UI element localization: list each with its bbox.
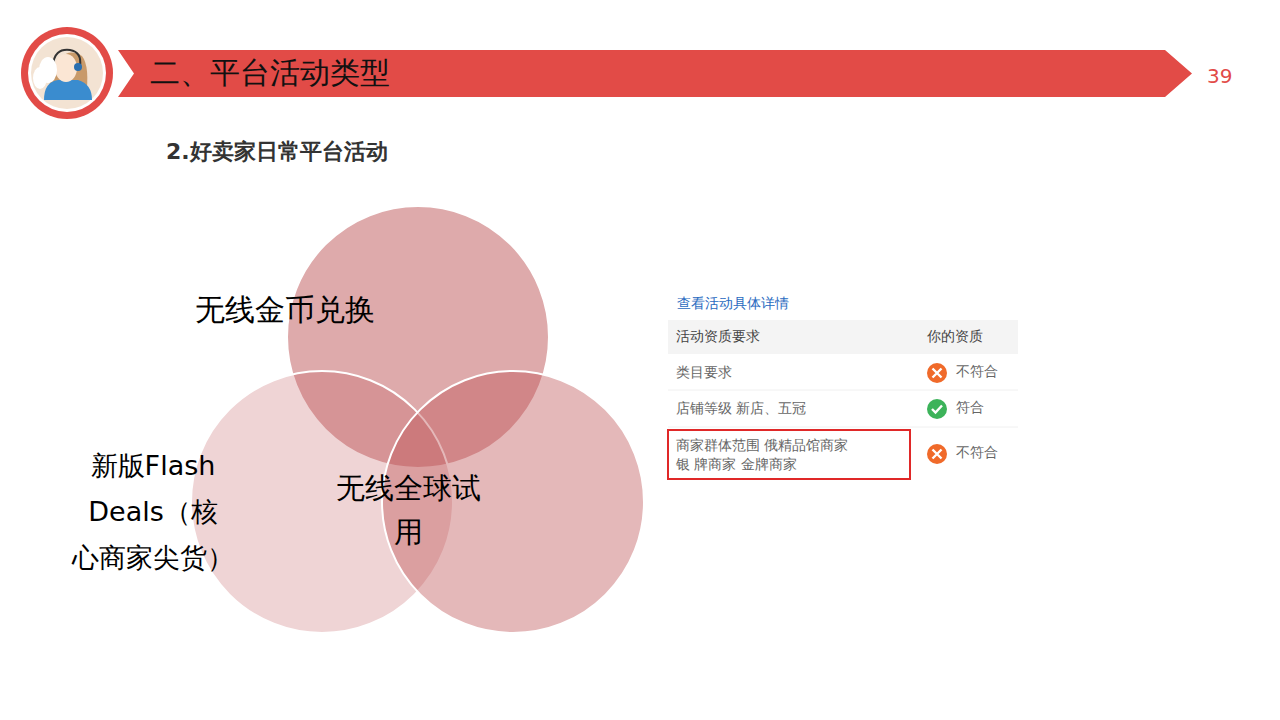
node-label: 无线全球试 用 (329, 466, 487, 554)
node-label: 无线金币兑换 (185, 290, 385, 330)
title-bar (118, 50, 1192, 97)
logo-ground (31, 37, 103, 109)
logo-ring (21, 27, 113, 119)
table-header: 活动资质要求 (676, 328, 760, 346)
logo-figure (33, 67, 47, 89)
table-link: 查看活动具体详情 (677, 295, 789, 313)
node-label: 新版Flash Deals（核 心商家尖货） (68, 443, 238, 581)
table-rule (668, 427, 1018, 428)
logo-body (44, 80, 92, 100)
section-heading: 2.好卖家日常平台活动 (166, 137, 388, 167)
logo-earpiece (74, 63, 82, 71)
pass-icon (927, 399, 947, 419)
slide-title: 二、平台活动类型 (150, 53, 390, 94)
table-cell: 商家群体范围 俄精品馆商家 银 牌商家 金牌商家 (676, 436, 862, 474)
table-cell: 不符合 (956, 444, 998, 462)
table-cell: 不符合 (956, 363, 998, 381)
table-cell: 符合 (956, 399, 984, 417)
venn-circle: 无线全球试 用 (380, 369, 646, 635)
fail-icon (927, 444, 947, 464)
table-header-row (668, 320, 1018, 354)
page-number: 39 (1207, 64, 1232, 88)
highlight-box: 商家群体范围 俄精品馆商家 银 牌商家 金牌商家 (667, 429, 911, 480)
table-cell: 类目要求 (676, 364, 732, 382)
logo-face (55, 54, 77, 82)
logo-inner (28, 34, 106, 112)
fail-icon (927, 363, 947, 383)
table-cell: 店铺等级 新店、五冠 (676, 400, 806, 418)
table-rule (668, 390, 1018, 391)
table-header: 你的资质 (927, 328, 983, 346)
